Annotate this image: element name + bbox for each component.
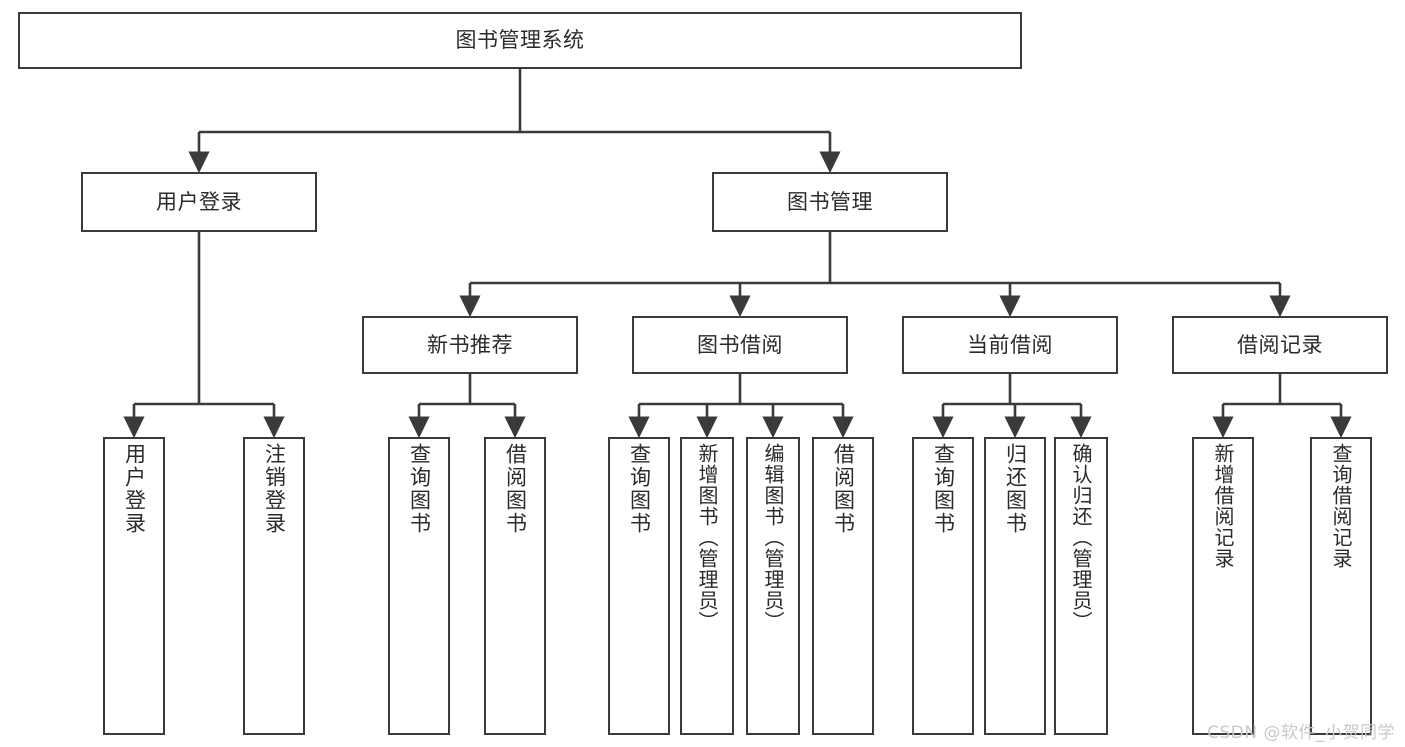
node-l-querybook1[interactable]: 查询图书 — [388, 437, 450, 735]
node-l-querybook2[interactable]: 查询图书 — [608, 437, 670, 735]
node-records[interactable]: 借阅记录 — [1172, 316, 1388, 374]
node-borrow[interactable]: 图书借阅 — [632, 316, 848, 374]
node-label-records: 借阅记录 — [1237, 332, 1323, 357]
node-l-userlogin[interactable]: 用户登录 — [103, 437, 165, 735]
node-l-confirm[interactable]: 确认归还（管理员） — [1054, 437, 1108, 735]
node-label-l-returnbook: 归还图书 — [1003, 443, 1028, 535]
node-l-querybook3[interactable]: 查询图书 — [912, 437, 974, 735]
node-label-root: 图书管理系统 — [455, 28, 585, 53]
node-label-l-borrowbook1: 借阅图书 — [503, 443, 528, 535]
node-label-borrow: 图书借阅 — [697, 332, 783, 357]
node-label-newbook: 新书推荐 — [427, 332, 513, 357]
node-label-l-queryrec: 查询借阅记录 — [1329, 443, 1353, 569]
node-newbook[interactable]: 新书推荐 — [362, 316, 578, 374]
node-l-borrowbook2[interactable]: 借阅图书 — [812, 437, 874, 735]
node-l-addbook[interactable]: 新增图书（管理员） — [680, 437, 734, 735]
node-l-borrowbook1[interactable]: 借阅图书 — [484, 437, 546, 735]
node-label-login: 用户登录 — [156, 189, 242, 214]
node-l-queryrec[interactable]: 查询借阅记录 — [1310, 437, 1372, 735]
node-label-l-querybook1: 查询图书 — [407, 443, 432, 535]
node-label-l-querybook2: 查询图书 — [627, 443, 652, 535]
node-bookmgmt[interactable]: 图书管理 — [712, 172, 948, 232]
node-label-bookmgmt: 图书管理 — [787, 189, 873, 214]
node-l-returnbook[interactable]: 归还图书 — [984, 437, 1046, 735]
node-label-l-querybook3: 查询图书 — [931, 443, 956, 535]
node-label-l-confirm: 确认归还（管理员） — [1069, 443, 1093, 632]
node-label-l-userlogin: 用户登录 — [122, 443, 147, 535]
node-l-logout[interactable]: 注销登录 — [243, 437, 305, 735]
node-label-current: 当前借阅 — [967, 332, 1053, 357]
node-label-l-logout: 注销登录 — [262, 443, 287, 535]
node-label-l-borrowbook2: 借阅图书 — [831, 443, 856, 535]
node-l-editbook[interactable]: 编辑图书（管理员） — [746, 437, 800, 735]
node-current[interactable]: 当前借阅 — [902, 316, 1118, 374]
node-label-l-addrec: 新增借阅记录 — [1211, 443, 1235, 569]
node-label-l-addbook: 新增图书（管理员） — [695, 443, 719, 632]
node-root[interactable]: 图书管理系统 — [18, 12, 1022, 69]
node-label-l-editbook: 编辑图书（管理员） — [761, 443, 785, 632]
node-l-addrec[interactable]: 新增借阅记录 — [1192, 437, 1254, 735]
node-login[interactable]: 用户登录 — [81, 172, 317, 232]
